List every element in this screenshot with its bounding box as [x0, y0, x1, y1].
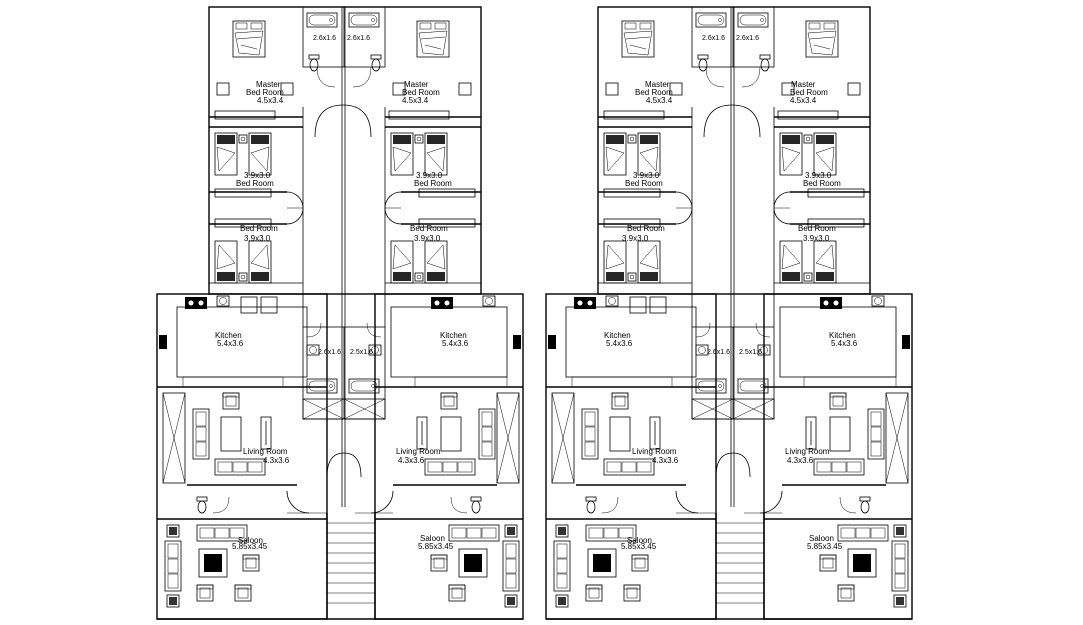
- label-saloon-dim: 5.85x3.45: [232, 542, 268, 551]
- label-bedroom-dim: 3.9x3.0: [416, 171, 443, 180]
- plan-left: [157, 7, 523, 619]
- label-bath-dim: 2.6x1.6: [318, 349, 341, 356]
- label-bedroom-name: Bed Room: [240, 224, 278, 233]
- label-kitchen-name: Kitchen: [215, 331, 242, 340]
- label-living-name: Living Room: [396, 447, 441, 456]
- label-master-name: Master: [256, 80, 281, 89]
- label-master-name: Master: [791, 80, 816, 89]
- label-bedroom-dim: 3.9x3.0: [803, 234, 830, 243]
- label-bath-dim: 2.6x1.6: [313, 35, 336, 42]
- label-bedroom-name: Bed Room: [625, 179, 663, 188]
- label-saloon-dim: 5.85x3.45: [418, 542, 454, 551]
- label-bedroom-dim: 3.9x3.0: [414, 234, 441, 243]
- labels-right: Master Bed Room 4.5x3.4 Master Bed Room …: [604, 35, 858, 551]
- label-bedroom-dim: 3.9x3.0: [805, 171, 832, 180]
- label-living-name: Living Room: [632, 447, 677, 456]
- label-living-dim: 4.3x3.6: [263, 456, 290, 465]
- label-living-name: Living Room: [243, 447, 288, 456]
- labels-left: Master Bed Room 4.5x3.4 Master Bed Room …: [215, 35, 469, 551]
- plan-left-drawing: [157, 7, 523, 619]
- label-bedroom-name: Bed Room: [414, 179, 452, 188]
- label-bedroom-name: Bed Room: [410, 224, 448, 233]
- label-master-sub: Bed Room: [635, 88, 673, 97]
- label-saloon-name: Saloon: [809, 534, 834, 543]
- label-kitchen-dim: 5.4x3.6: [442, 339, 469, 348]
- label-kitchen-dim: 5.4x3.6: [831, 339, 858, 348]
- label-living-name: Living Room: [785, 447, 830, 456]
- label-master-sub: Bed Room: [402, 88, 440, 97]
- label-bedroom-dim: 3.9x3.0: [244, 171, 271, 180]
- label-kitchen-name: Kitchen: [829, 331, 856, 340]
- label-bath-dim: 2.5x1.6: [739, 349, 762, 356]
- label-kitchen-dim: 5.4x3.6: [217, 339, 244, 348]
- label-bedroom-name: Bed Room: [798, 224, 836, 233]
- label-bath-dim: 2.6x1.6: [707, 349, 730, 356]
- label-saloon-name: Saloon: [420, 534, 445, 543]
- label-kitchen-dim: 5.4x3.6: [606, 339, 633, 348]
- label-bedroom-dim: 3.9x3.0: [244, 234, 271, 243]
- label-bath-dim: 2.6x1.6: [736, 35, 759, 42]
- label-bedroom-dim: 3.9x3.0: [633, 171, 660, 180]
- label-living-dim: 4.3x3.6: [652, 456, 679, 465]
- label-saloon-name: Saloon: [627, 536, 652, 545]
- label-saloon-dim: 5.85x3.45: [621, 542, 657, 551]
- label-saloon-dim: 5.85x3.45: [807, 542, 843, 551]
- label-bedroom-name: Bed Room: [236, 179, 274, 188]
- label-bath-dim: 2.6x1.6: [702, 35, 725, 42]
- label-bath-dim: 2.6x1.6: [347, 35, 370, 42]
- label-master-dim: 4.5x3.4: [646, 96, 673, 105]
- label-master-dim: 4.5x3.4: [402, 96, 429, 105]
- label-master-sub: Bed Room: [246, 88, 284, 97]
- label-master-sub: Bed Room: [790, 88, 828, 97]
- label-master-name: Master: [404, 80, 429, 89]
- label-bedroom-name: Bed Room: [627, 224, 665, 233]
- label-bedroom-name: Bed Room: [803, 179, 841, 188]
- label-kitchen-name: Kitchen: [604, 331, 631, 340]
- label-master-dim: 4.5x3.4: [790, 96, 817, 105]
- label-living-dim: 4.3x3.6: [787, 456, 814, 465]
- label-saloon-name: Saloon: [238, 536, 263, 545]
- label-master-dim: 4.5x3.4: [257, 96, 284, 105]
- label-kitchen-name: Kitchen: [440, 331, 467, 340]
- label-living-dim: 4.3x3.6: [398, 456, 425, 465]
- plan-right: [546, 7, 912, 619]
- label-bath-dim: 2.5x1.6: [350, 349, 373, 356]
- label-master-name: Master: [645, 80, 670, 89]
- plan-right-drawing: [546, 7, 912, 619]
- label-bedroom-dim: 3.9x3.0: [622, 234, 649, 243]
